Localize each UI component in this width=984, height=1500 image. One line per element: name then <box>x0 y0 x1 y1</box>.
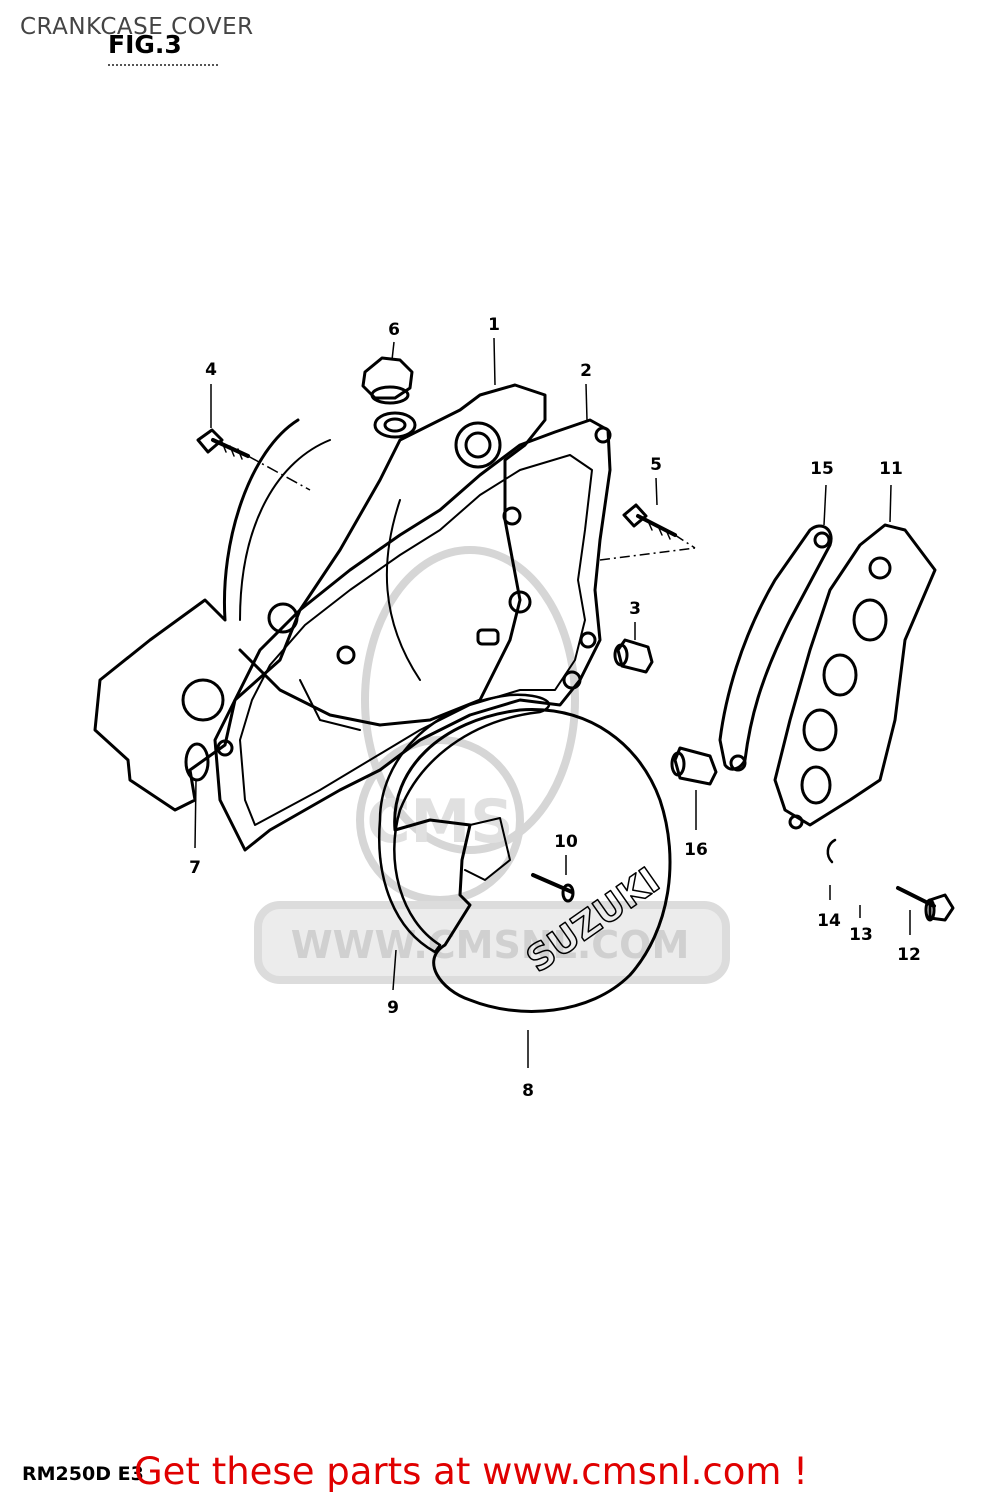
callout-2: 2 <box>580 361 592 381</box>
figure-label: FIG.3 <box>108 30 182 59</box>
figure-label-underline <box>108 64 218 66</box>
gasket-part-2 <box>213 418 612 852</box>
oil-seal <box>373 411 417 439</box>
promo-link[interactable]: Get these parts at www.cmsnl.com ! <box>134 1450 809 1493</box>
leader-5 <box>655 477 658 506</box>
model-code: RM250D E3 <box>22 1463 144 1485</box>
cover-gasket-part-9 <box>378 693 551 954</box>
o-ring-part-7 <box>184 742 210 782</box>
callout-12: 12 <box>897 945 921 965</box>
leader-5-axis-b <box>599 547 696 561</box>
clip-part-14 <box>826 838 837 864</box>
callout-4: 4 <box>205 360 217 380</box>
callout-8: 8 <box>522 1081 534 1101</box>
watermark <box>254 546 730 984</box>
diagram-title: CRANKCASE COVER <box>20 14 254 40</box>
leader-6 <box>391 341 395 361</box>
leader-4-axis <box>247 455 311 491</box>
leader-2 <box>585 383 588 421</box>
callout-7: 7 <box>189 858 201 878</box>
bolt-part-12 <box>896 886 955 922</box>
callout-13: 13 <box>849 925 873 945</box>
leader-5-axis <box>674 534 696 549</box>
callout-15: 15 <box>810 459 834 479</box>
screw-part-10 <box>531 873 575 903</box>
oil-filler-cap-part-6 <box>361 356 414 405</box>
dowel-pin-part-16 <box>670 746 718 786</box>
callout-10: 10 <box>554 832 578 852</box>
dowel-pin-part-3 <box>613 638 654 674</box>
watermark-banner <box>254 901 730 984</box>
bolt-part-4 <box>196 428 250 460</box>
leader-11 <box>889 484 892 523</box>
callout-11: 11 <box>879 459 903 479</box>
watermark-text: WWW.CMSNL.COM <box>291 923 690 967</box>
callout-3: 3 <box>629 599 641 619</box>
watermark-mascot-shape <box>361 546 579 854</box>
leader-1 <box>493 337 496 386</box>
cover-plate-part-11 <box>773 523 937 830</box>
bolt-part-5 <box>622 503 677 540</box>
callout-6: 6 <box>388 320 400 340</box>
callout-1: 1 <box>488 315 500 335</box>
leader-lines <box>194 337 911 1068</box>
leader-9 <box>392 949 397 991</box>
crankcase-cover-part-1 <box>93 383 547 812</box>
gasket-part-15 <box>718 524 833 772</box>
callout-14: 14 <box>817 911 841 931</box>
callout-5: 5 <box>650 455 662 475</box>
callout-16: 16 <box>684 840 708 860</box>
leader-15 <box>823 484 827 526</box>
callout-9: 9 <box>387 998 399 1018</box>
leader-7 <box>194 779 197 849</box>
